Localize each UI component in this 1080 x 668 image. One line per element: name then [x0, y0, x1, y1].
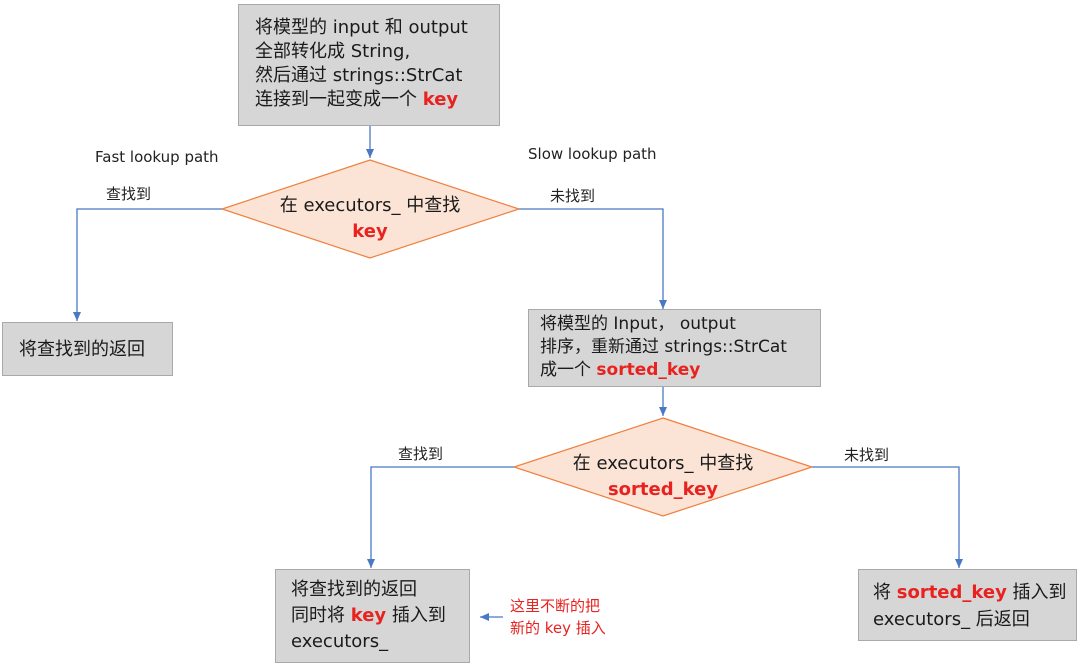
box-return-and-insert-line2-post: 插入到: [386, 605, 446, 626]
label-slow-lookup-path: Slow lookup path: [528, 145, 657, 163]
decision1-line1: 在 executors_ 中查找: [279, 195, 461, 216]
arrow-notfound-2: [812, 466, 963, 568]
decision2-text: 在 executors_ 中查找 sorted_key: [543, 451, 783, 503]
highlight-sorted-key-2: sorted_key: [896, 582, 1007, 603]
label-fast-lookup-path: Fast lookup path: [95, 148, 219, 166]
box-return-and-insert: 将查找到的返回 同时将 key 插入到 executors_: [275, 569, 470, 663]
annotation-note: 这里不断的把 新的 key 插入: [510, 595, 606, 639]
box-insert-line1-post: 插入到: [1006, 582, 1067, 603]
arrow-found-1: [73, 208, 222, 321]
box-build-key-line2: 全部转化成 String,: [255, 41, 411, 62]
box-build-key-line1: 将模型的 input 和 output: [255, 17, 468, 38]
box-sort-key-line1: 将模型的 Input， output: [540, 314, 736, 334]
box-build-key-line3: 然后通过 strings::StrCat: [255, 65, 463, 86]
highlight-key-2: key: [350, 605, 387, 626]
box-sort-key-line3: 成一个 sorted_key: [540, 359, 820, 382]
decision2-line1: 在 executors_ 中查找: [572, 453, 754, 474]
box-sort-key: 将模型的 Input， output 排序，重新通过 strings::StrC…: [528, 309, 821, 387]
box-return-and-insert-line1: 将查找到的返回: [291, 579, 417, 600]
box-build-key-line4-text: 连接到一起变成一个: [255, 89, 423, 110]
box-insert-line1-pre: 将: [873, 582, 897, 603]
decision2-sorted-key: sorted_key: [607, 479, 719, 500]
box-insert-sorted-key-line1: 将 sorted_key 插入到: [873, 579, 1076, 606]
edge-label-notfound-2: 未找到: [844, 446, 890, 464]
box-return-found: 将查找到的返回: [2, 322, 173, 376]
box-sort-key-line2: 排序，重新通过 strings::StrCat: [540, 337, 787, 357]
box-return-and-insert-line2: 同时将 key 插入到: [291, 603, 469, 629]
decision-diamond-sorted-key: [512, 417, 814, 517]
highlight-sorted-key: sorted_key: [596, 360, 701, 380]
box-build-key-line4: 连接到一起变成一个 key: [255, 88, 499, 112]
edge-label-found-2: 查找到: [398, 445, 444, 463]
edge-label-found-1: 查找到: [106, 185, 152, 203]
arrow-found-2: [367, 466, 514, 568]
decision1-key: key: [352, 221, 388, 242]
box-insert-sorted-key-line2: executors_ 后返回: [873, 609, 1030, 630]
annotation-line2: 新的 key 插入: [510, 619, 606, 637]
arrow-notfound-1: [519, 208, 667, 309]
annotation-line1: 这里不断的把: [510, 597, 601, 615]
box-insert-sorted-key: 将 sorted_key 插入到 executors_ 后返回: [858, 569, 1077, 641]
decision-diamond-key: [220, 159, 521, 259]
edge-label-notfound-1: 未找到: [550, 187, 596, 205]
box-return-and-insert-line3: executors_: [291, 631, 389, 652]
highlight-key: key: [422, 89, 459, 110]
box-return-and-insert-line2-pre: 同时将: [291, 605, 351, 626]
box-build-key: 将模型的 input 和 output 全部转化成 String, 然后通过 s…: [238, 4, 500, 126]
decision1-text: 在 executors_ 中查找 key: [250, 193, 490, 245]
box-return-found-text: 将查找到的返回: [19, 339, 145, 360]
box-sort-key-line3-text: 成一个: [540, 360, 597, 380]
